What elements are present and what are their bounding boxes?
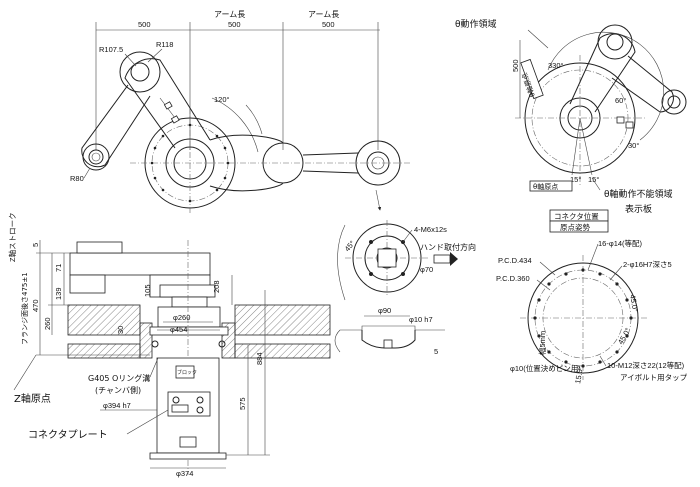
chamfer-label: (チャンバ側) (95, 385, 141, 395)
dim-260: 260 (43, 317, 52, 330)
theta-area-label: θ動作領域 (455, 18, 497, 30)
dim-71: 71 (54, 264, 63, 272)
mount-view: 16-φ14(等配) 2-φ16H7深さ5 P.C.D.434 P.C.D.36… (496, 238, 688, 384)
r80-label: R80 (70, 174, 84, 183)
dim-139: 139 (54, 287, 63, 300)
bolt-spec-label: 4-M6x12s (414, 225, 447, 234)
r107-label: R107.5 (99, 45, 123, 54)
holes-2-label: 2-φ16H7深さ5 (623, 260, 672, 269)
top-view: 500 500 500 アーム長 アーム長 (70, 10, 410, 215)
g405-label: G405 Oリング溝 (88, 373, 150, 383)
connector-pos-label: コネクタ位置 (554, 211, 599, 221)
connector-plate-label: コネクタプレート (28, 429, 108, 441)
dim-208: 208 (212, 280, 221, 293)
block-label: ブロック (177, 369, 197, 376)
theta-origin-label-2: θ軸原点 (533, 182, 558, 191)
dim-500-a: 500 (138, 20, 151, 29)
flange-bolt-holes (369, 240, 405, 276)
base-bolt-holes (150, 123, 230, 203)
angle-330-label: 330° (548, 61, 564, 70)
m12-label: 10-M12深さ22(12等配) (607, 360, 685, 370)
arm-block (69, 252, 211, 276)
phi374-label: φ374 (176, 469, 193, 478)
phi10h7-label: φ10 h7 (409, 315, 433, 324)
angle-45b-label: 45.0° (616, 326, 633, 346)
angle-120-label: 120° (214, 95, 230, 104)
angle-30-label: 30° (628, 141, 639, 150)
dim-575: 575 (238, 397, 247, 410)
theta-dim-500: 500 (511, 59, 520, 72)
dim-15a-label: 15.0° (573, 365, 585, 384)
dim-105: 105 (143, 284, 152, 297)
arm-length-label-2: アーム長 (308, 10, 339, 19)
eyebolt-label: アイボルト用タップ (620, 373, 688, 382)
origin-pose-label: 原点姿勢 (560, 222, 590, 232)
dim-884: 884 (255, 352, 264, 365)
pcd360-label: P.C.D.360 (496, 274, 530, 283)
flange-surface-label: フランジ面後さ475±1 (20, 272, 29, 345)
phi90-label: φ90 (378, 306, 391, 315)
phi10-pos-label: φ10(位置決めピン用) (510, 363, 581, 373)
flange-angle-45: 45° (343, 239, 357, 253)
phi70-label: φ70 (420, 265, 433, 274)
angle-60-label: 60° (615, 96, 626, 105)
dim-470: 470 (31, 299, 40, 312)
phi260-label: φ260 (173, 313, 190, 322)
theta-view: θ動作領域 330° 60° 30° 15° 15° 500 θ軸原点 θ軸原点 (455, 18, 687, 233)
dim-500-c: 500 (322, 20, 335, 29)
dim-30: 30 (116, 326, 125, 334)
arm-length-label-1: アーム長 (214, 10, 245, 19)
pcd434-label: P.C.D.434 (498, 256, 532, 265)
dim-5: 5 (31, 243, 40, 247)
side-view: ブロック Z軸ストローク フランジ面後さ475±1 5 71 139 470 2… (7, 212, 331, 478)
r118-label: R118 (156, 40, 173, 49)
angle-15a-label: 15° (570, 175, 581, 184)
z-stroke-label: Z軸ストローク (7, 212, 17, 262)
angle-15b-label: 15° (588, 175, 599, 184)
angle-45a-label: 45.0° (628, 294, 640, 313)
theta-no-area-label: θ軸動作不能領域 (604, 188, 673, 200)
phi394-label: φ394 h7 (103, 401, 131, 410)
flange-dim-5: 5 (434, 347, 438, 356)
hand-dir-label: ハンド取付方向 (420, 242, 476, 252)
holes-16-label: 16-φ14(等配) (598, 238, 643, 248)
width-note-label: 幅5mm (537, 331, 547, 355)
z-origin-label: Z軸原点 (14, 392, 51, 405)
display-plate-label: 表示板 (625, 203, 652, 215)
flange-detail: 4-M6x12s 45° ハンド取付方向 φ70 φ90 φ10 h7 5 (334, 220, 476, 356)
mount-bolt-holes (533, 268, 633, 368)
phi454-label: φ454 (170, 325, 187, 334)
dim-500-b: 500 (228, 20, 241, 29)
